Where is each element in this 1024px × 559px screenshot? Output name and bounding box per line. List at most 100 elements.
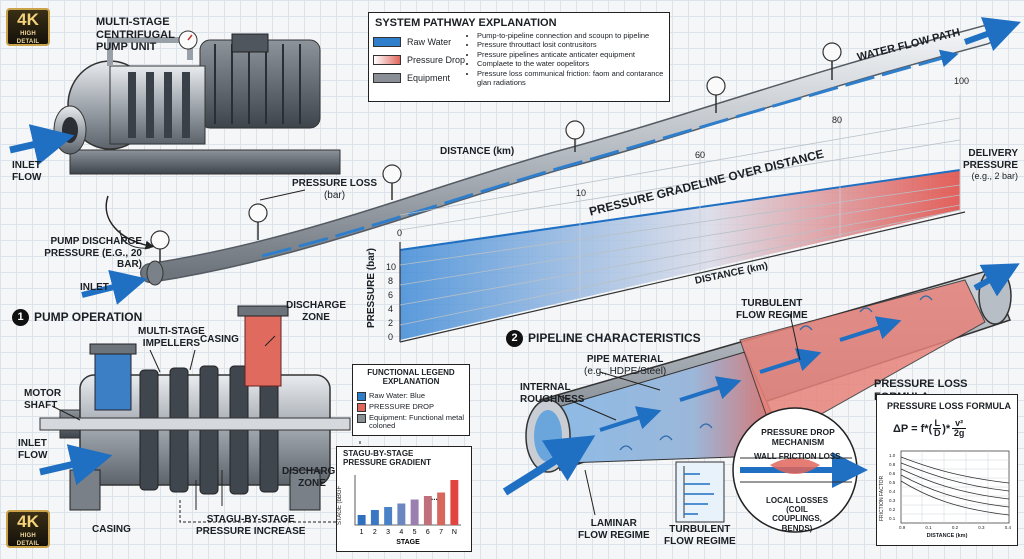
functional-legend-title: FUNCTIONAL LEGEND EXPLANATION [353, 368, 469, 386]
section-1-number: 1 [12, 309, 29, 326]
pressure-loss-line2: (bar) [323, 189, 346, 201]
stage-chart-ylabel: STAGE (bBGF [337, 485, 343, 525]
local-line3: BENDS) [781, 523, 813, 533]
pipe-material-label: PIPE MATERIAL (e.g., HDPE/Steel) [584, 354, 666, 377]
ytick: 10 [386, 262, 397, 272]
gradeline-ylabel: PRESSURE (bar) [366, 247, 377, 328]
friction-chart-xticks: 0.9 0.1 0.2 0.3 0.4 [899, 525, 1011, 530]
formula-inner-title: PRESSURE LOSS FORMULA [887, 401, 1012, 411]
legend-label: Equipment [407, 73, 451, 83]
legend-item-raw-water: Raw Water [373, 33, 465, 51]
functional-legend-label: PRESSURE DROP [369, 402, 435, 411]
friction-chart-xlabel: DISTANCE (km) [926, 533, 968, 539]
ytick: 6 [388, 290, 394, 300]
internal-roughness-label: INTERNAL ROUGHNESS [520, 382, 584, 405]
badge-text: 4K [17, 512, 39, 531]
xtick: 0.2 [951, 525, 959, 530]
badge-text: 4K [17, 10, 39, 29]
multi-stage-impellers-label: MULTI-STAGE IMPELLERS [138, 326, 205, 349]
inlet-flow-bottom-label: INLET FLOW [18, 438, 47, 461]
4k-badge-top: 4K HIGH DETAIL [6, 8, 50, 46]
distance-km-label: DISTANCE (km) [440, 146, 515, 157]
ytick: 1.0 [889, 453, 896, 458]
delivery-line3: (e.g., 2 bar) [971, 171, 1018, 181]
casing-bottom-label: CASING [92, 524, 131, 535]
top-pipeline [81, 17, 1021, 305]
friction-chart-yticks: 1.0 0.8 0.6 0.5 0.4 0.3 0.2 0.1 [889, 451, 895, 523]
ytick: 0.8 [889, 462, 896, 467]
fraction-bar [933, 428, 942, 429]
stage-tick-label: 1 [360, 529, 364, 536]
material-line1: PIPE MATERIAL [586, 354, 664, 365]
pressure-drop-swatch [373, 55, 401, 65]
raw-water-swatch [373, 37, 401, 47]
pressure-loss-line1: PRESSURE LOSS [292, 178, 378, 189]
pressure-drop-mechanism-label: PRESSURE DROP MECHANISM [760, 427, 836, 448]
stage-bar [397, 503, 406, 525]
delivery-pressure-label: DELIVERY PRESSURE (e.g., 2 bar) [952, 148, 1018, 181]
laminar-flow-label: LAMINAR FLOW REGIME [578, 518, 650, 541]
pump-unit-title-line3: PUMP UNIT [96, 41, 157, 54]
turbulent-line1: TURBULENT [741, 298, 803, 309]
motor-line1: MOTOR [24, 388, 62, 399]
stage-bar [450, 480, 459, 525]
xtick: 0.9 [899, 525, 906, 530]
turbulent2-line2: FLOW REGIME [664, 535, 736, 547]
tick-60: 60 [695, 150, 706, 160]
discharge2-line1: DISCHARGE [282, 466, 343, 477]
pump-unit-title-line1: MULTI-STAGE [96, 16, 170, 28]
pump-operation-title: PUMP OPERATION [34, 310, 143, 324]
local-line2: (COIL COUPLINGS, [772, 505, 822, 524]
motor-shaft-label: MOTOR SHAFT [24, 388, 61, 411]
roughness-line2: ROUGHNESS [520, 393, 585, 405]
turbulent-flow-bottom-label: TURBULENT FLOW REGIME [664, 524, 736, 547]
discharge-line1: DISCHARGE [286, 300, 347, 311]
pump-discharge-pressure-label: PUMP DISCHARGE PRESSURE (e.g., 20 bar) [24, 236, 142, 271]
stage-tick-label: 3 [386, 529, 390, 536]
ytick: 0.6 [889, 471, 896, 476]
equation-mid: )* [942, 422, 951, 435]
stage-bar [410, 499, 419, 525]
stage-tick-label: 6 [426, 529, 430, 536]
system-pathway-notes: Pump-to-pipeline connection and scoupn t… [467, 31, 672, 87]
ytick: 2 [388, 318, 394, 328]
motor-line2: SHAFT [24, 399, 58, 411]
pump-unit-illustration [9, 30, 341, 175]
mechanism-line1: PRESSURE DROP [761, 427, 835, 437]
local-losses-label: LOCAL LOSSES (COIL COUPLINGS, BENDS) [764, 496, 830, 533]
stage-tick-label: N [452, 529, 457, 536]
stage-tick-label: 7 [439, 529, 443, 536]
functional-legend-label: Equipment: Functional metal coloned [369, 413, 465, 431]
stage-chart-xlabel: STAGE [396, 539, 420, 546]
inlet-flow-label: INLET FLOW [12, 160, 42, 183]
4k-badge-bottom: 4K HIGH DETAIL [6, 510, 50, 548]
local-line1: LOCAL LOSSES [765, 496, 829, 505]
note-item: Complaete to the water oopelitors [477, 59, 672, 68]
note-item: Pump-to-pipeline connection and scoupn t… [477, 31, 672, 40]
stage-pressure-increase-label: STAGU-BY-STAGE PRESSURE INCREASE [196, 514, 305, 537]
stage-chart-ellipsis: ... [431, 493, 438, 502]
turbulent-flow-top-label: TURBULENT FLOW REGIME [736, 298, 808, 321]
ytick: 4 [388, 304, 394, 314]
badge-subtext: HIGH DETAIL [16, 533, 40, 547]
system-pathway-legend: Raw Water Pressure Drop Equipment [373, 33, 465, 87]
stage-gradient-title: STAGU-BY-STAGE PRESSURE GRADIENT [343, 449, 432, 468]
tick-100: 100 [954, 76, 970, 86]
stage-title-line2: PRESSURE GRADIENT [343, 457, 432, 467]
roughness-line1: INTERNAL [520, 382, 571, 393]
pump-unit-title-line2: CENTRIFUGAL [96, 28, 175, 41]
ytick: 8 [388, 276, 394, 286]
discharge-zone-top-label: DISCHARGE ZONE [286, 300, 346, 323]
pressure-loss-label: PRESSURE LOSS (bar) [292, 178, 377, 201]
pump-discharge-line2: PRESSURE (e.g., 20 bar) [44, 247, 142, 271]
swatch [357, 414, 366, 423]
pump-unit-title: MULTI-STAGE CENTRIFUGAL PUMP UNIT [96, 16, 175, 54]
note-item: Pressure throuttact losit contrusitors [477, 40, 672, 49]
casing-top-label: CASING [200, 334, 239, 345]
functional-legend-item: Raw Water: Blue [357, 391, 467, 401]
xtick: 0.4 [1004, 525, 1011, 530]
functional-legend-title-line2: EXPLANATION [382, 377, 440, 387]
swatch [357, 392, 366, 401]
